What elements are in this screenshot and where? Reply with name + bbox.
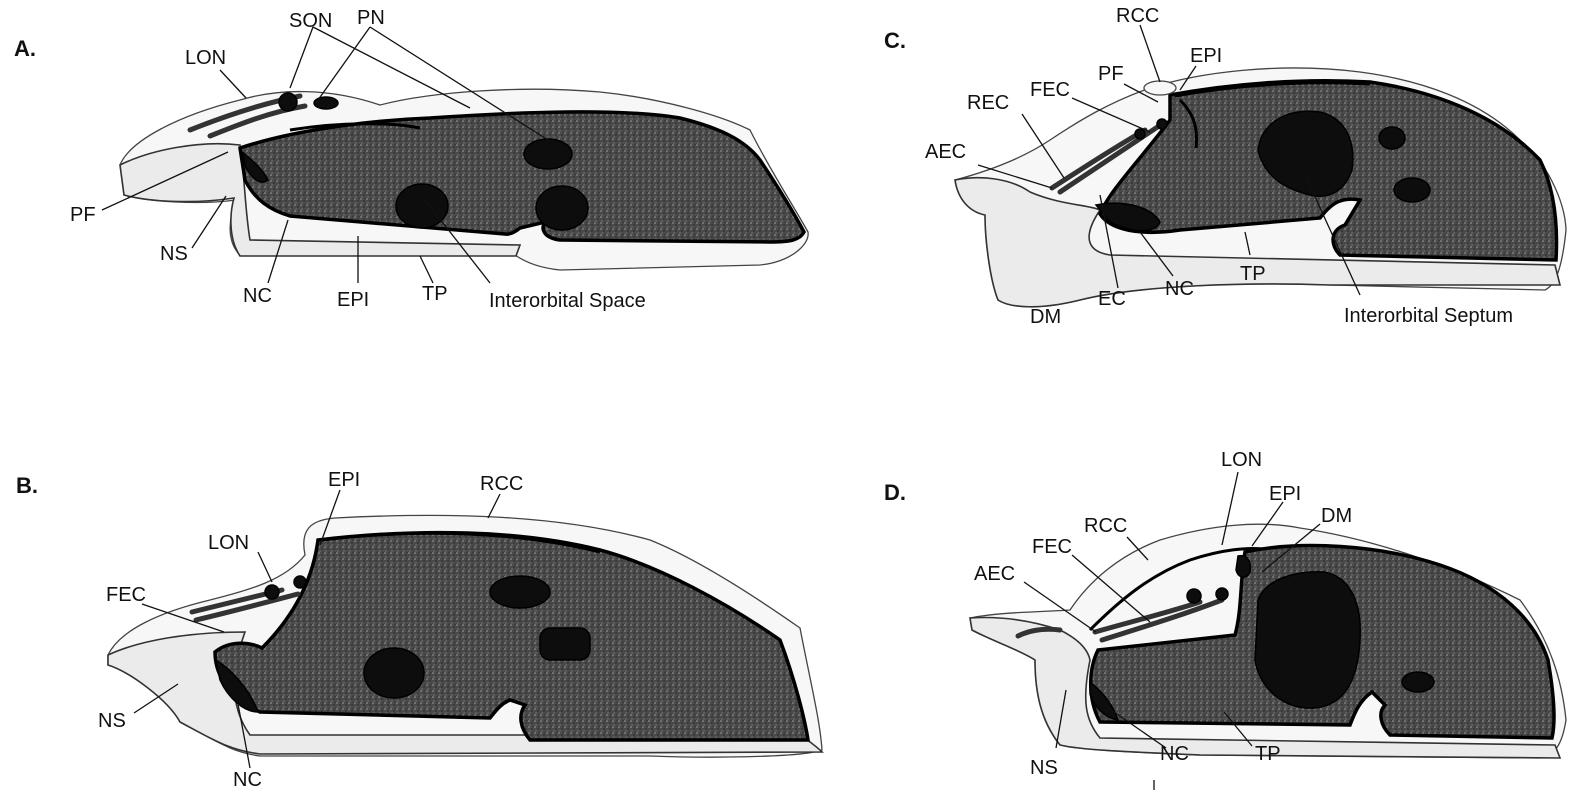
panel-c-label-pf: PF [1098, 63, 1124, 85]
panel-b-eye-lower [364, 648, 424, 698]
panel-a-label-lon: LON [185, 47, 226, 69]
panel-b-label-ns: NS [98, 710, 126, 732]
panel-d-label-dm: DM [1321, 505, 1352, 527]
panel-b: B. EPI RCC LON FEC NS NC [16, 469, 822, 791]
panel-c-label-rcc: RCC [1116, 5, 1159, 27]
panel-d-ganglion-1 [1187, 589, 1201, 603]
panel-d-label-ns: NS [1030, 757, 1058, 779]
panel-b-label-fec: FEC [106, 584, 146, 606]
panel-d-specimen [970, 524, 1566, 758]
panel-a-specimen [120, 89, 808, 270]
panel-a-label-son: SON [289, 10, 332, 32]
panel-b-label-nc: NC [233, 769, 262, 791]
panel-c-letter: C. [884, 28, 906, 53]
panel-a-label-pn: PN [357, 7, 385, 29]
panel-a-pn-ganglion [314, 97, 338, 109]
panel-b-label-rcc: RCC [480, 473, 523, 495]
panel-d-label-tp: TP [1255, 743, 1281, 765]
panel-d-label-fec: FEC [1032, 536, 1072, 558]
panel-d-large-mass [1255, 572, 1360, 708]
panel-a-eye-upper [524, 139, 572, 169]
panel-c-label-dm: DM [1030, 306, 1061, 328]
panel-a-label-tp: TP [422, 283, 448, 305]
panel-c-label-fec: FEC [1030, 79, 1070, 101]
panel-a-label-interorbital: Interorbital Space [489, 290, 646, 312]
panel-b-ganglion-1 [265, 585, 279, 599]
panel-b-ganglion-2 [294, 576, 306, 588]
panel-a-label-epi: EPI [337, 289, 369, 311]
panel-d-label-epi: EPI [1269, 483, 1301, 505]
panel-a-label-pf: PF [70, 204, 96, 226]
panel-c-ganglion-2 [1157, 119, 1167, 129]
panel-b-eye-mid [540, 628, 590, 660]
panel-c: C. RC [884, 5, 1566, 328]
panel-a-son-ganglion [279, 93, 297, 111]
panel-c-label-aec: AEC [925, 141, 966, 163]
panel-b-label-epi: EPI [328, 469, 360, 491]
panel-a-label-ns: NS [160, 243, 188, 265]
panel-d-label-lon: LON [1221, 449, 1262, 471]
panel-c-eye-small [1379, 127, 1405, 149]
panel-a-label-nc: NC [243, 285, 272, 307]
panel-d-eye-small [1402, 672, 1434, 692]
panel-c-eye-lower [1394, 178, 1430, 202]
panel-d-letter: D. [884, 480, 906, 505]
panel-c-label-interorbital: Interorbital Septum [1344, 305, 1513, 327]
panel-b-letter: B. [16, 473, 38, 498]
panel-a-eye-lower [536, 186, 588, 230]
panel-d-epi-body [1236, 556, 1250, 577]
panel-c-label-tp: TP [1240, 263, 1266, 285]
panel-d-label-aec: AEC [974, 563, 1015, 585]
panel-c-label-rec: REC [967, 92, 1009, 114]
panel-c-label-ec: EC [1098, 288, 1126, 310]
panel-d-label-rcc: RCC [1084, 515, 1127, 537]
panel-c-ganglion-1 [1135, 129, 1145, 139]
panel-a-letter: A. [14, 36, 36, 61]
panel-a-interorbital-space [396, 184, 448, 228]
panel-d-ganglion-2 [1216, 588, 1228, 600]
panel-c-label-nc: NC [1165, 278, 1194, 300]
panel-b-label-lon: LON [208, 532, 249, 554]
panel-c-rcc-cap [1144, 81, 1176, 95]
panel-d-label-nc: NC [1160, 743, 1189, 765]
panel-c-label-epi: EPI [1190, 45, 1222, 67]
panel-d: D. LON RCC [884, 449, 1566, 790]
panel-a: A. SON P [14, 7, 808, 312]
panel-b-eye-upper [490, 576, 550, 608]
